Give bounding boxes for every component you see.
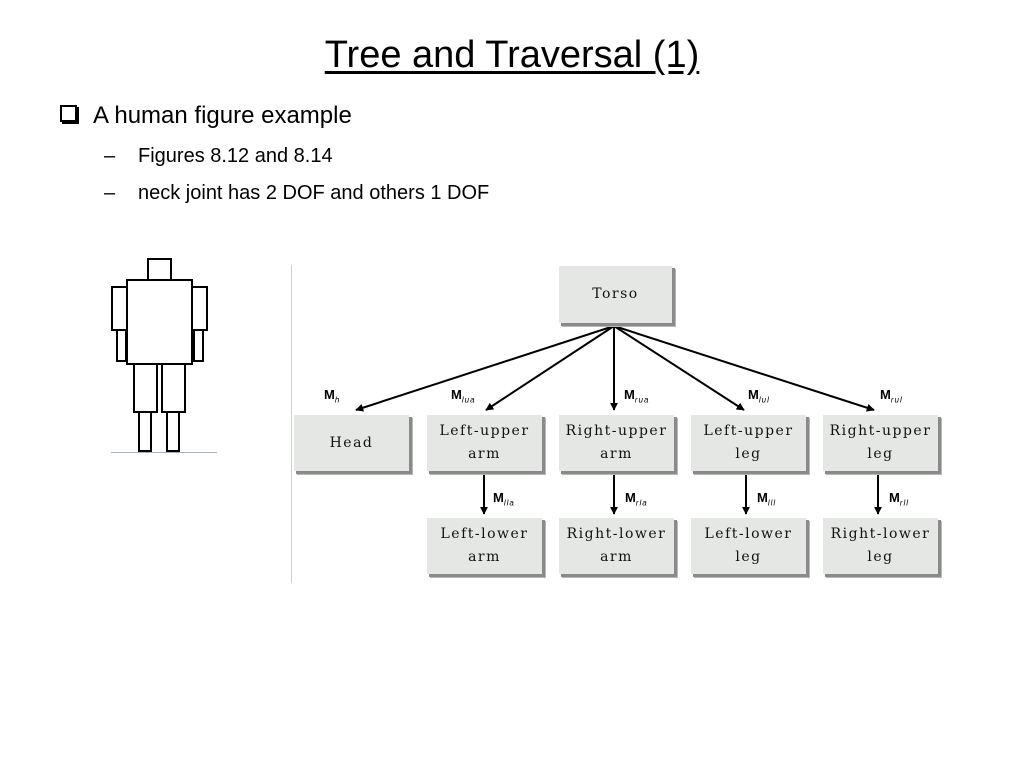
node-right-upper-leg: Right-upper leg xyxy=(822,414,938,471)
node-left-lower-leg: Left-lower leg xyxy=(690,517,806,574)
matrix-label-lla: Mlla xyxy=(493,490,515,508)
edge-torso-head xyxy=(355,325,615,412)
matrix-label-lua: Mlua xyxy=(451,387,476,405)
bullet-main-text: A human figure example xyxy=(93,102,352,129)
dash-icon: – xyxy=(104,145,116,167)
bullet-main: A human figure example xyxy=(60,102,352,130)
figure-right-lower-arm xyxy=(193,329,204,362)
node-head: Head xyxy=(293,414,409,471)
node-left-lower-arm: Left-lower arm xyxy=(426,517,542,574)
subbullet-figures: –Figures 8.12 and 8.14 xyxy=(104,145,333,168)
node-left-upper-arm: Left-upper arm xyxy=(426,414,542,471)
figure-left-upper-leg xyxy=(133,363,158,413)
subbullet-figures-text: Figures 8.12 and 8.14 xyxy=(138,145,333,167)
matrix-label-head: Mh xyxy=(324,387,341,405)
node-right-upper-arm: Right-upper arm xyxy=(558,414,674,471)
dash-icon: – xyxy=(104,182,116,204)
figure-left-lower-leg xyxy=(138,411,152,452)
subbullet-dof: –neck joint has 2 DOF and others 1 DOF xyxy=(104,182,489,205)
figure-torso xyxy=(126,279,193,365)
edge-torso-lul xyxy=(613,325,745,411)
figure-left-lower-arm xyxy=(116,329,127,362)
edge-torso-lua xyxy=(485,325,615,411)
matrix-label-lll: Mlll xyxy=(757,490,777,508)
subbullet-dof-text: neck joint has 2 DOF and others 1 DOF xyxy=(138,182,490,204)
checkbox-bullet-icon xyxy=(60,105,77,122)
matrix-label-rul: Mrul xyxy=(880,387,903,405)
matrix-label-lul: Mlul xyxy=(748,387,770,405)
node-torso: Torso xyxy=(558,265,672,323)
node-left-upper-leg: Left-upper leg xyxy=(690,414,806,471)
node-right-lower-leg: Right-lower leg xyxy=(822,517,938,574)
figure-right-lower-leg xyxy=(166,411,180,452)
separator-line xyxy=(291,265,292,583)
slide-title: Tree and Traversal (1) xyxy=(324,34,700,76)
node-right-lower-arm: Right-lower arm xyxy=(558,517,674,574)
ground-line xyxy=(111,452,217,453)
matrix-label-rua: Mrua xyxy=(624,387,650,405)
matrix-label-rll: Mrll xyxy=(889,490,910,508)
edge-torso-rul xyxy=(613,325,875,412)
matrix-label-rla: Mrla xyxy=(625,490,648,508)
figure-right-upper-leg xyxy=(161,363,186,413)
